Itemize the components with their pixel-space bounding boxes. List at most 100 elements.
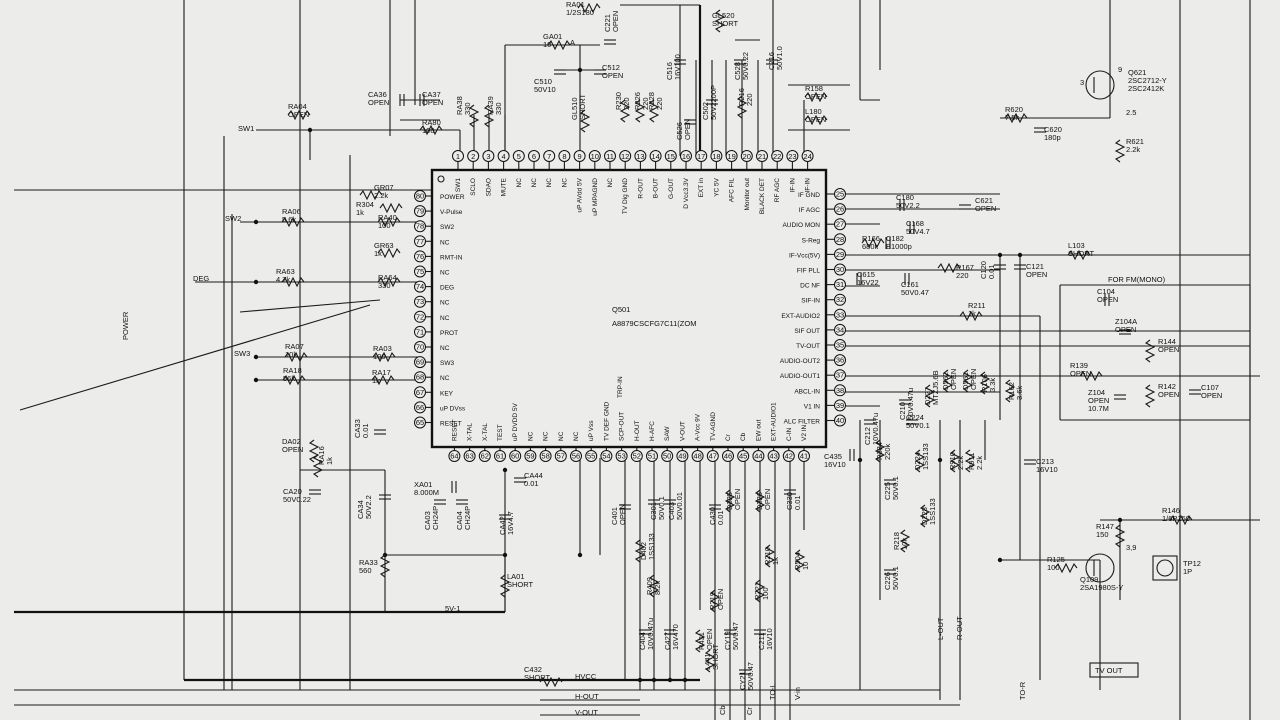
component-label: Q109 xyxy=(1080,575,1098,584)
pin-name: C-IN xyxy=(786,427,793,441)
pin-31 xyxy=(834,278,846,291)
pin-71 xyxy=(414,325,426,338)
component-label: 180p xyxy=(1044,133,1061,142)
component-label: C161 xyxy=(901,280,919,289)
component-label: OPEN xyxy=(422,98,443,107)
component-label: SHORT xyxy=(507,580,534,589)
component-label: C182 xyxy=(886,234,904,243)
junction-dot xyxy=(502,552,508,558)
component-label: RA64 xyxy=(378,273,397,282)
pin-number: 1 xyxy=(456,152,460,161)
component-label: R216 xyxy=(737,88,746,106)
component-label: GL520 xyxy=(712,11,735,20)
pin-name: BLACK DET xyxy=(759,178,766,214)
component-label: C620 xyxy=(1044,125,1062,134)
pin-60 xyxy=(509,450,522,462)
net-label-vout: V-OUT xyxy=(575,708,598,717)
pin-15 xyxy=(664,150,677,162)
pin-number: 17 xyxy=(697,152,705,161)
pin-number: 78 xyxy=(416,222,424,231)
component-label: OPEN xyxy=(1088,396,1109,405)
component-label: 1SS133 xyxy=(647,533,656,560)
pin-name: TV Dig GND xyxy=(622,178,629,214)
pin-name: H-AFC xyxy=(649,421,656,441)
component-label: 2.2k xyxy=(956,456,965,470)
component-label: C401 xyxy=(610,507,619,525)
component-ra06 xyxy=(281,216,305,228)
ic-ref: Q501 xyxy=(612,305,630,314)
pin-name: NC xyxy=(527,431,534,441)
component-label: 2.2k xyxy=(374,191,388,200)
net-label-pin_a: A xyxy=(570,38,575,47)
component-ra18 xyxy=(282,374,306,386)
pin-80 xyxy=(414,190,426,202)
component-label: OPEN xyxy=(705,629,714,650)
component-label: C224 xyxy=(906,413,924,422)
component-label: RA63 xyxy=(276,267,295,276)
pin-39 xyxy=(834,399,846,412)
pin-name: AUDIO-OUT1 xyxy=(780,373,820,380)
component-label: 10.7M xyxy=(1088,404,1109,413)
component-ra03 xyxy=(372,351,396,363)
component-label: 16V10 xyxy=(824,460,846,469)
pin-number: 16 xyxy=(682,152,690,161)
component-label: MTZJ5.6B xyxy=(931,370,940,405)
component-label: 2SC2412K xyxy=(1128,84,1164,93)
component-label: R221 xyxy=(753,582,762,600)
component-label: R210 xyxy=(763,547,772,565)
component-label: B1000p xyxy=(886,242,912,251)
pin-name: Cr xyxy=(725,433,732,441)
component-label: Z104 xyxy=(1088,388,1105,397)
net-label-cb: Cb xyxy=(718,705,727,715)
pin-number: 31 xyxy=(836,280,844,289)
pin-34 xyxy=(834,323,846,336)
pin-name: G-OUT xyxy=(668,178,675,199)
pin-number: 79 xyxy=(416,207,424,216)
pin-name: SW2 xyxy=(440,224,454,231)
component-label: CA37 xyxy=(422,90,441,99)
component-label: D227 xyxy=(923,387,932,405)
component-label: OPEN xyxy=(368,98,389,107)
pin-number: 69 xyxy=(416,358,424,367)
pin-number: 18 xyxy=(712,152,720,161)
pin-name: V2 IN xyxy=(801,424,808,441)
pin-name: SCLO xyxy=(470,178,477,196)
component-l441 xyxy=(704,649,716,673)
pin-name: NC xyxy=(607,178,614,188)
component-label: 220 xyxy=(956,271,969,280)
component-label: D228 xyxy=(920,507,929,525)
component-label: 0.01 xyxy=(716,510,725,525)
component-label: 16V470 xyxy=(671,624,680,650)
component-label: 0.01 xyxy=(987,264,996,279)
component-r226 xyxy=(634,99,646,123)
pin-name: H-OUT xyxy=(634,420,641,441)
component-label: 150 xyxy=(1096,530,1109,539)
component-label: R219 xyxy=(708,592,717,610)
pin-name: ABCL-IN xyxy=(794,388,820,395)
component-d226 xyxy=(754,489,766,513)
pin-name: FIF PLL xyxy=(797,268,821,275)
pin-name: NC xyxy=(440,239,450,246)
pin-number: 24 xyxy=(803,152,811,161)
pin-name: V1 IN xyxy=(804,403,821,410)
component-label: C516 xyxy=(665,62,674,80)
component-label: TP12 xyxy=(1183,559,1201,568)
component-label: 100 xyxy=(378,221,391,230)
pin-name: DEG xyxy=(440,285,454,292)
pin-name: NC xyxy=(546,178,553,188)
pin-69 xyxy=(414,356,426,369)
pin-number: 39 xyxy=(836,401,844,410)
pin-number: 46 xyxy=(724,452,732,461)
junction-dot xyxy=(857,457,863,463)
component-ra07 xyxy=(284,351,308,363)
component-r620 xyxy=(1004,112,1028,124)
pin-number: 47 xyxy=(709,452,717,461)
pin-14 xyxy=(649,150,662,162)
pin-number: 80 xyxy=(416,192,424,201)
component-label: D561 xyxy=(961,372,970,390)
component-label: OPEN xyxy=(969,369,978,390)
component-label: RA33 xyxy=(359,558,378,567)
component-label: SHORT xyxy=(578,93,587,120)
